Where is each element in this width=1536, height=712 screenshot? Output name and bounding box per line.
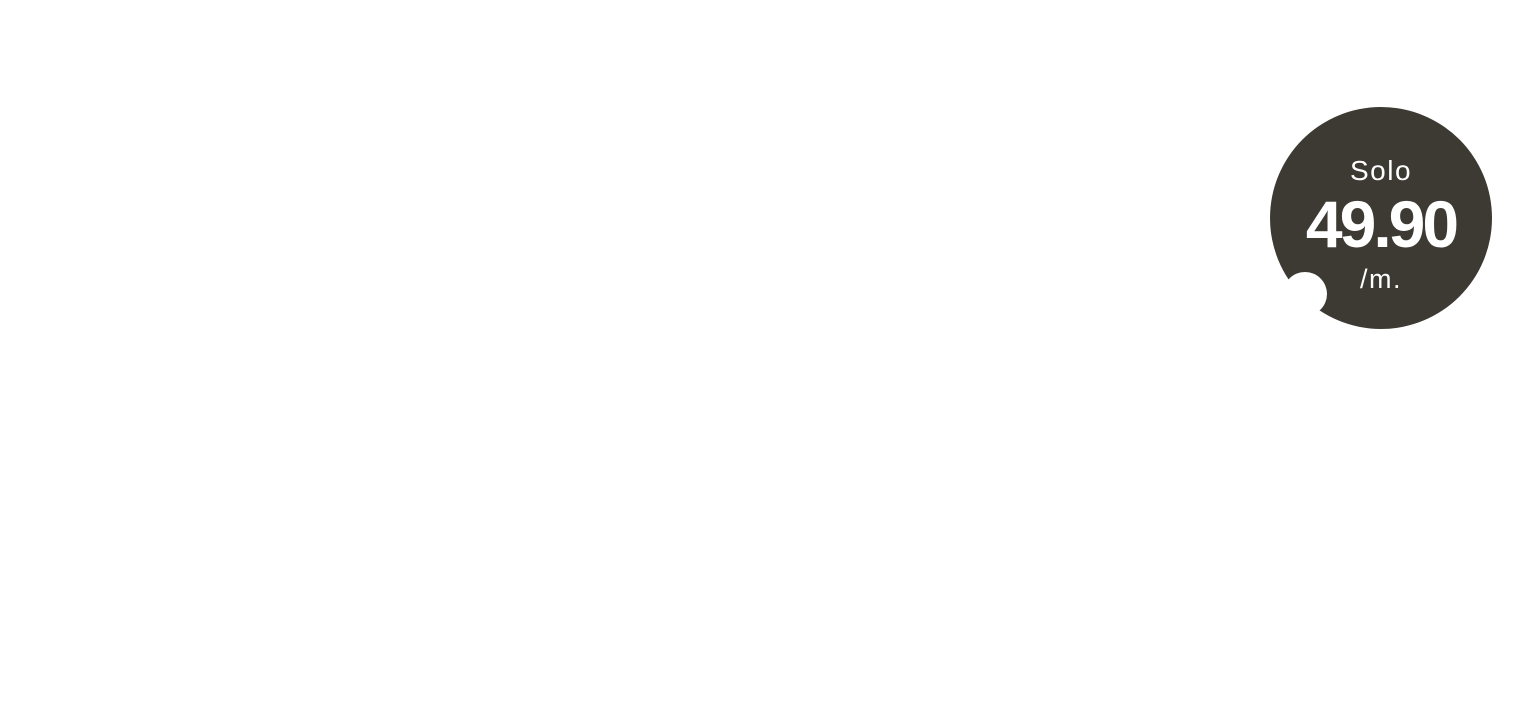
price-amount: 49.90 [1305, 187, 1459, 261]
price-unit: /m. [1360, 264, 1402, 294]
badge-notch-decoration [1283, 272, 1327, 316]
price-prefix: Solo [1349, 155, 1413, 186]
